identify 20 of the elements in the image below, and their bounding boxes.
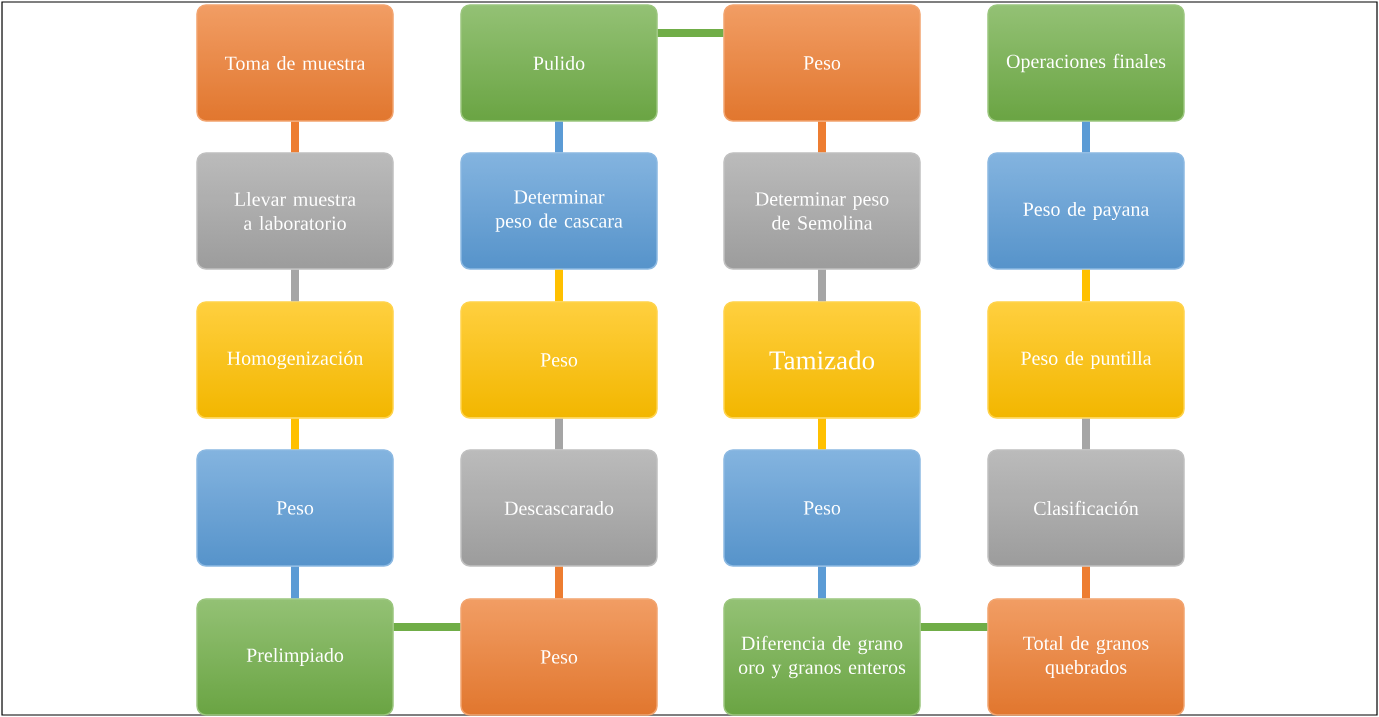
process-box: Determinar peso de cascara <box>460 152 658 270</box>
process-box: Determinar peso de Semolina <box>723 152 921 270</box>
process-box: Peso <box>723 449 921 567</box>
process-box: Operaciones finales <box>987 4 1185 122</box>
process-box: Peso <box>196 449 394 567</box>
process-box: Peso <box>723 4 921 122</box>
process-box: Tamizado <box>723 301 921 419</box>
process-box: Homogenización <box>196 301 394 419</box>
process-box: Peso <box>460 598 658 716</box>
process-box: Total de granos quebrados <box>987 598 1185 716</box>
process-box: Clasificación <box>987 449 1185 567</box>
process-box: Toma de muestra <box>196 4 394 122</box>
process-box: Descascarado <box>460 449 658 567</box>
process-box: Llevar muestra a laboratorio <box>196 152 394 270</box>
process-box: Diferencia de grano oro y granos enteros <box>723 598 921 716</box>
process-box: Peso <box>460 301 658 419</box>
process-box: Peso de payana <box>987 152 1185 270</box>
process-box: Prelimpiado <box>196 598 394 716</box>
process-box: Peso de puntilla <box>987 301 1185 419</box>
process-box: Pulido <box>460 4 658 122</box>
